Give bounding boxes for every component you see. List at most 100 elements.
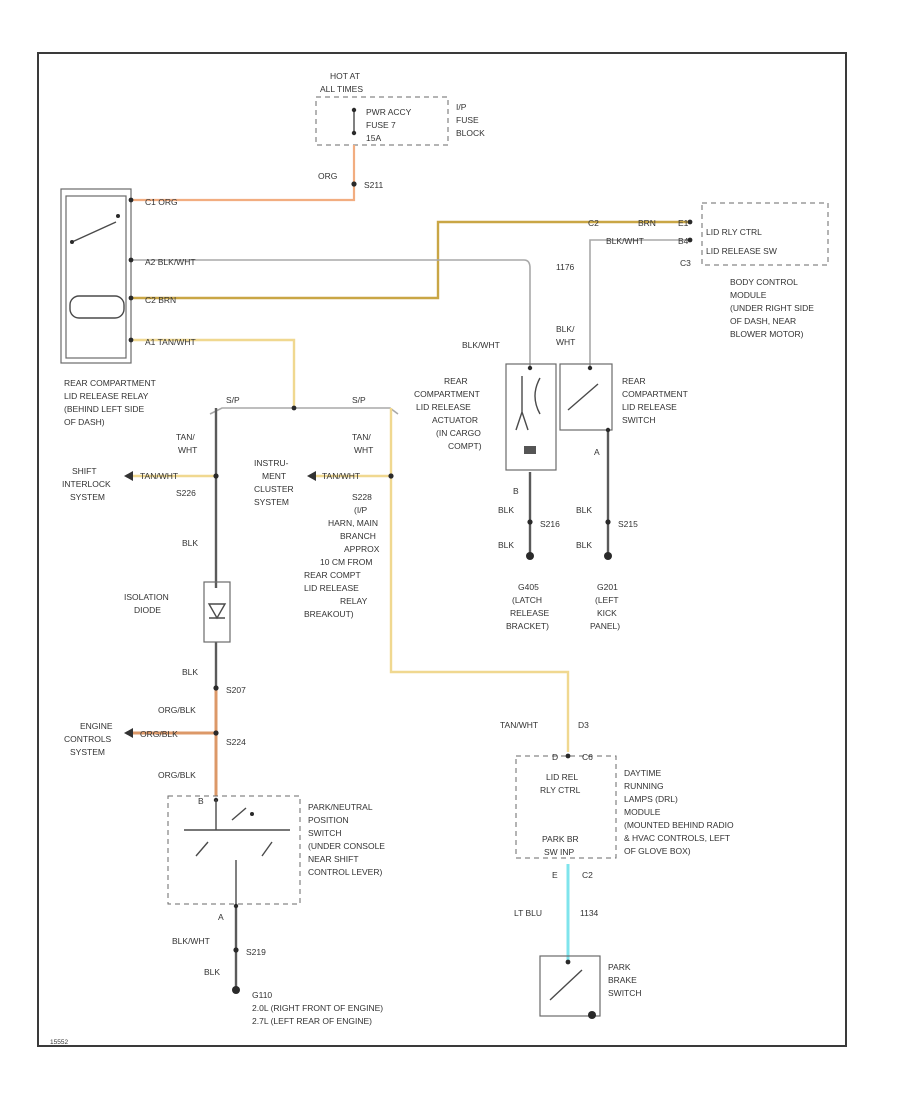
pnp-contact-right (261, 841, 273, 857)
note-line-10: BREAKOUT) (304, 609, 354, 619)
actuator-body (505, 363, 557, 471)
relay-title-line-1: REAR COMPARTMENT (64, 378, 156, 388)
g201-line-2: (LEFT (595, 595, 619, 605)
switch-title-line-2: COMPARTMENT (622, 389, 688, 399)
instr-line-3: CLUSTER (254, 484, 294, 494)
instr-line-4: SYSTEM (254, 497, 289, 507)
switch-wire-top-1: BLK/ (556, 324, 575, 334)
pnp-pin-a (233, 903, 239, 909)
relay-contact-arm (71, 221, 117, 243)
switch-arm (567, 383, 599, 411)
bcm-title-line-1: BODY CONTROL (730, 277, 798, 287)
actuator-title-line-2: COMPARTMENT (414, 389, 480, 399)
relay-a1-label: A1 TAN/WHT (145, 337, 196, 347)
relay-coil (69, 295, 125, 319)
fuse-block-outline (315, 96, 449, 146)
g405-line-1: G405 (518, 582, 539, 592)
fuse-location-line-1: I/P (456, 102, 467, 112)
actuator-solenoid (515, 376, 541, 431)
fuse-location-line-2: FUSE (456, 115, 479, 125)
relay-c2-label: C2 BRN (145, 295, 176, 305)
drl-title-line-3: LAMPS (DRL) (624, 794, 678, 804)
relay-title-line-2: LID RELEASE RELAY (64, 391, 149, 401)
arrow-shift-interlock (124, 471, 133, 481)
relay-body (60, 188, 132, 364)
left-blk-label: BLK (182, 538, 198, 548)
actuator-plunger (524, 446, 536, 454)
splice-s228 (388, 473, 394, 479)
shift-line-2: INTERLOCK (62, 479, 111, 489)
relay-c1-label: C1 ORG (145, 197, 178, 207)
drl-title-line-4: MODULE (624, 807, 661, 817)
splice-s219 (233, 947, 239, 953)
ground-blk-2: BLK (498, 540, 514, 550)
note-line-7: REAR COMPT (304, 570, 361, 580)
note-line-6: 10 CM FROM (320, 557, 372, 567)
pnp-contact-dot (250, 812, 254, 816)
bcm-line-1: LID RLY CTRL (706, 227, 762, 237)
drl-line-3: PARK BR (542, 834, 579, 844)
bcm-conn-brn: BRN (638, 218, 656, 228)
actuator-title-line-4: ACTUATOR (432, 415, 478, 425)
wire-right-branch (389, 408, 570, 752)
shift-wire-label: TAN/WHT (140, 471, 178, 481)
left-s226-label: S226 (176, 488, 196, 498)
brake-title-line-1: PARK (608, 962, 631, 972)
left-wire-line-1: TAN/ (176, 432, 195, 442)
ground-s216-label: S216 (540, 519, 560, 529)
bcm-title-line-2: MODULE (730, 290, 767, 300)
drl-pin-d (565, 753, 571, 759)
ground-g201 (604, 552, 612, 560)
actuator-title-line-1: REAR (444, 376, 468, 386)
drl-title-line-6: & HVAC CONTROLS, LEFT (624, 833, 730, 843)
drl-module: TAN/WHT D3 D C6 LID REL RLY CTRL PARK BR… (500, 720, 734, 880)
arrow-instrument-cluster (307, 471, 316, 481)
ecs-line-3: SYSTEM (70, 747, 105, 757)
bcm-circuit: 1176 (556, 262, 575, 272)
arrow-engine-controls (124, 728, 133, 738)
note-line-3: HARN, MAIN (328, 518, 378, 528)
drl-wire-label: TAN/WHT (500, 720, 538, 730)
switch-title-line-1: REAR (622, 376, 646, 386)
diagram-id: 15552 (50, 1039, 68, 1046)
ground-s215-label: S215 (618, 519, 638, 529)
brake-switch-ground (588, 1011, 596, 1019)
lid-release-relay: C1 ORG A2 BLK/WHT C2 BRN A1 TAN/WHT REAR… (60, 188, 196, 427)
note-line-8: LID RELEASE (304, 583, 359, 593)
relay-pin-a1 (128, 337, 134, 343)
left-s224-label: S224 (226, 737, 246, 747)
pnp-contact-mid (231, 807, 247, 821)
pnp-outline (167, 795, 301, 905)
pnp-title-line-2: POSITION (308, 815, 349, 825)
splice-s275 (291, 405, 297, 411)
ecs-line-1: ENGINE (80, 721, 113, 731)
actuator-wire-top: BLK/WHT (462, 340, 500, 350)
diode-symbol (207, 603, 227, 620)
shift-line-1: SHIFT (72, 466, 97, 476)
orgblk-label-1: ORG/BLK (158, 705, 196, 715)
brake-title-line-2: BRAKE (608, 975, 637, 985)
ground-blk-1: BLK (498, 505, 514, 515)
relay-contact-pivot (70, 240, 74, 244)
instr-line-2: MENT (262, 471, 286, 481)
switch-pin-a-label: A (594, 447, 600, 457)
pnp-contact-left (195, 841, 209, 857)
bcm-c3: C3 (680, 258, 691, 268)
relay-pin-c1 (128, 197, 134, 203)
left-splice-name: S/P (226, 395, 240, 405)
drl-line-4: SW INP (544, 847, 575, 857)
brake-switch-top-dot (565, 959, 571, 965)
note-line-4: BRANCH (340, 531, 376, 541)
diode-line-1: ISOLATION (124, 592, 169, 602)
relay-contact-point (116, 214, 120, 218)
splice-s211-label: S211 (364, 180, 383, 190)
right-wire-line-2: WHT (354, 445, 373, 455)
actuator-title-line-5: (IN CARGO (436, 428, 481, 438)
note-line-2: (I/P (354, 505, 368, 515)
g405-line-3: RELEASE (510, 608, 550, 618)
park-brake-switch: LT BLU 1134 PARK BRAKE SWITCH (514, 908, 642, 1019)
switch-body (559, 363, 613, 431)
lid-release-switch: BLK/ WHT A REAR COMPARTMENT LID RELEASE … (556, 324, 688, 457)
switch-wire-top-2: WHT (556, 337, 575, 347)
